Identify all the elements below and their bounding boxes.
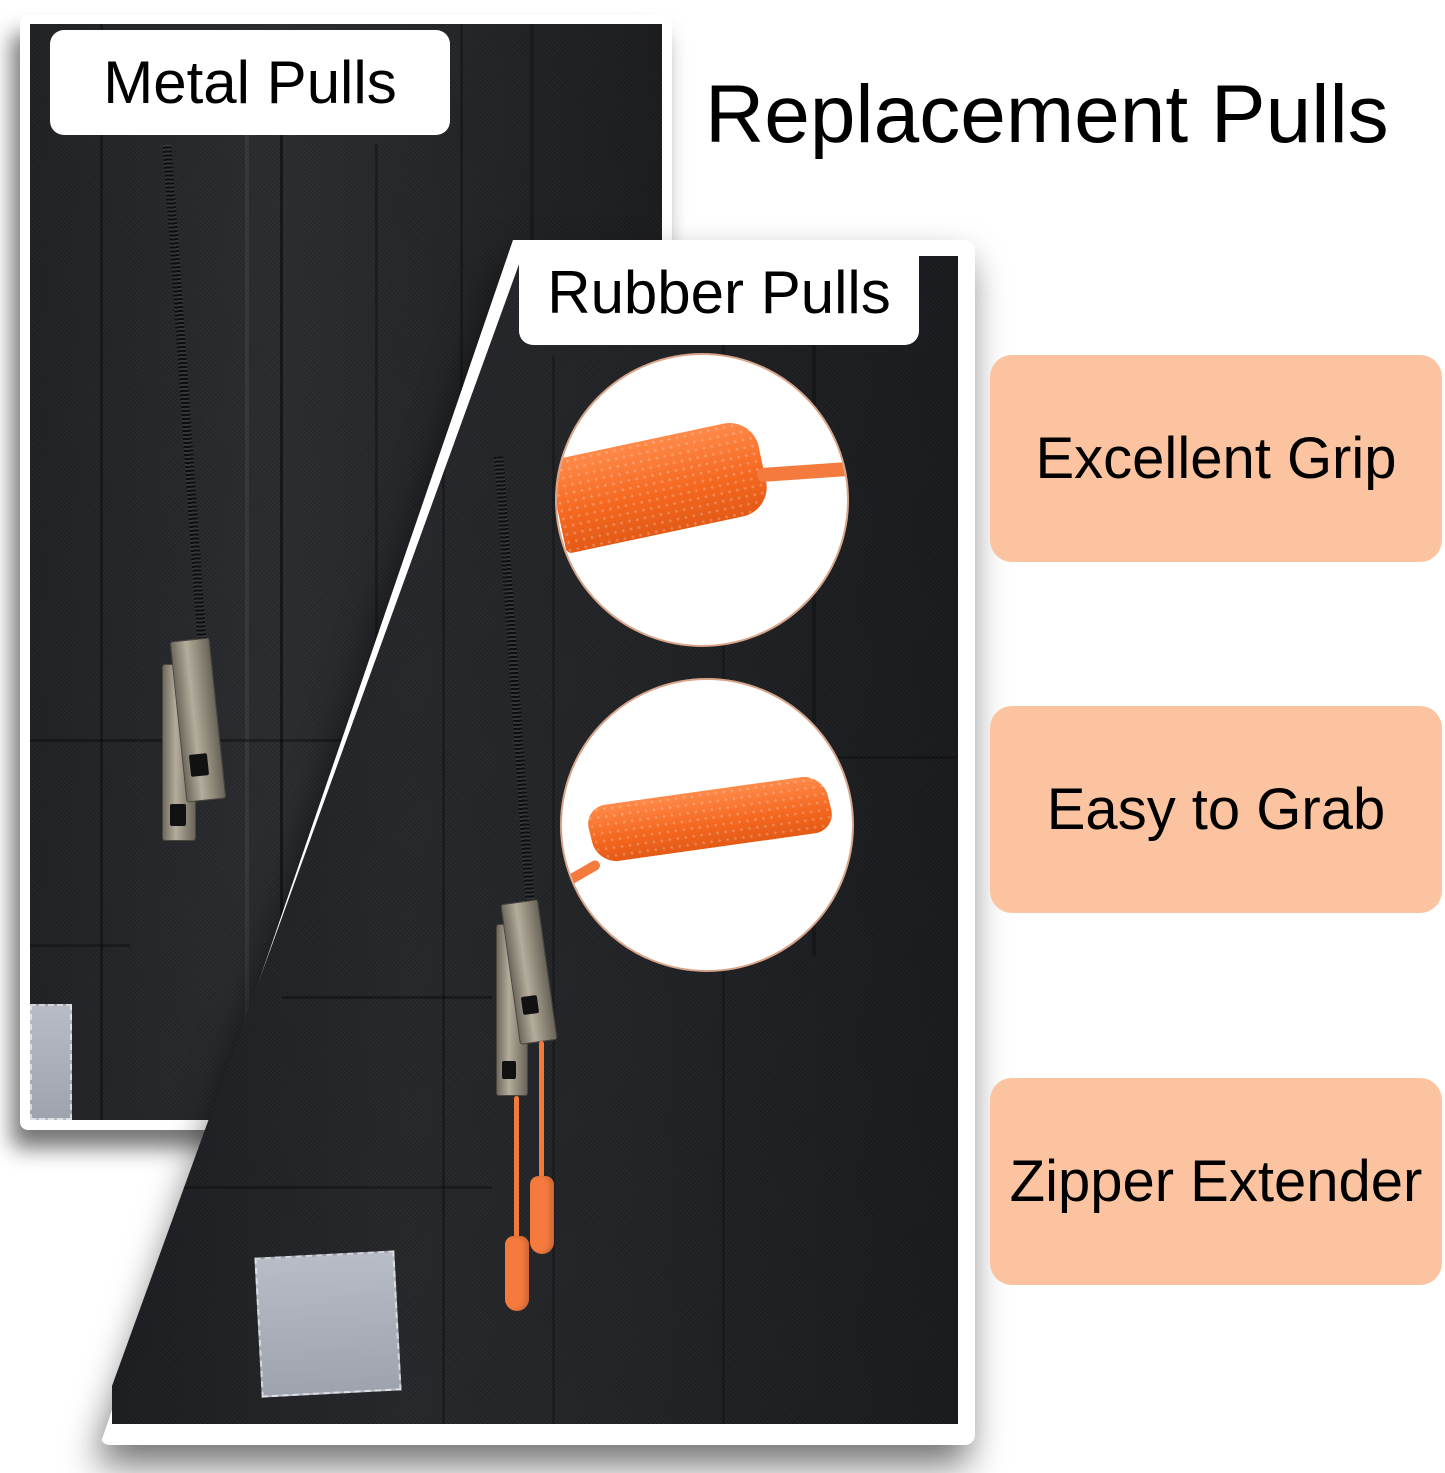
feature-easy-to-grab: Easy to Grab [990,706,1442,913]
feature-excellent-grip: Excellent Grip [990,355,1442,562]
reflective-patch [30,1004,72,1120]
rubber-pull-grip [505,1236,529,1311]
rubber-pull-cord [539,1041,544,1191]
metal-pulls-label: Metal Pulls [50,30,450,135]
reflective-patch [254,1250,402,1398]
rubber-pull-grip [530,1176,554,1254]
rubber-pull-cord [514,1096,519,1256]
page-title: Replacement Pulls [705,69,1389,160]
grip-closeup-inset [555,353,849,647]
zipper-track [162,144,207,644]
zipper-track [494,456,535,906]
rubber-pull-curved-closeup [583,774,837,864]
rubber-pulls-label: Rubber Pulls [519,240,919,345]
grab-closeup-inset [560,678,854,972]
feature-zipper-extender: Zipper Extender [990,1078,1442,1285]
rubber-pull-texture-closeup [557,417,773,554]
